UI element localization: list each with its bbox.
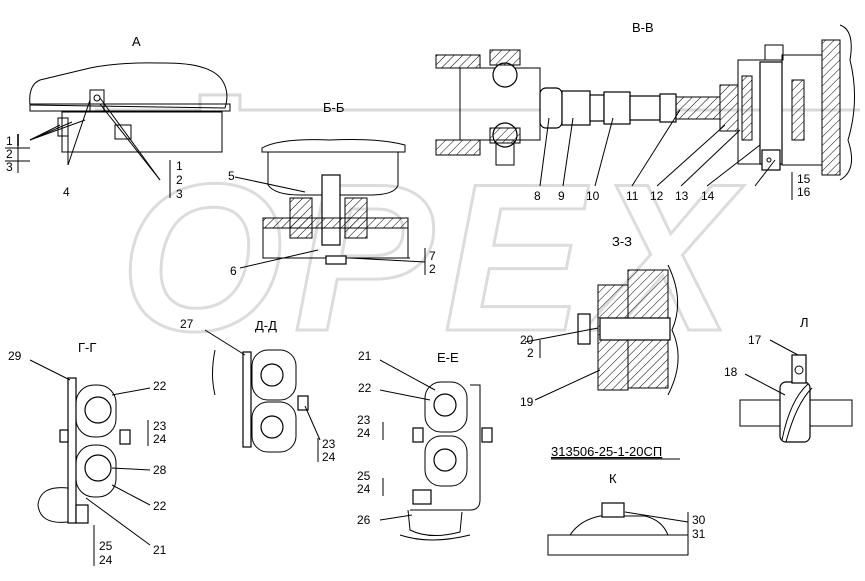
callout-a-2-left: 2 — [6, 147, 13, 161]
view-l: Л 17 18 — [724, 315, 853, 443]
view-gg-title: Г-Г — [78, 340, 96, 355]
view-dd: Д-Д 27 23 24 — [180, 317, 336, 464]
view-zz-title: З-З — [612, 234, 632, 249]
callout-ee-26: 26 — [357, 513, 371, 527]
callout-gg-24b: 24 — [99, 553, 113, 567]
callout-vv-10: 10 — [586, 189, 600, 203]
callout-ee-24b: 24 — [357, 482, 371, 496]
callout-dd-24: 24 — [322, 450, 336, 464]
callout-vv-12: 12 — [650, 189, 664, 203]
callout-gg-23: 23 — [153, 419, 167, 433]
callout-gg-22b: 22 — [153, 499, 167, 513]
callout-ee-22: 22 — [358, 381, 372, 395]
callout-bb-6: 6 — [230, 264, 237, 278]
callout-bb-7: 7 — [429, 249, 436, 263]
callout-gg-28: 28 — [153, 463, 167, 477]
callout-gg-24: 24 — [153, 432, 167, 446]
view-ee-title: Е-Е — [437, 350, 459, 365]
view-dd-title: Д-Д — [255, 318, 277, 333]
view-bb: Б-Б 5 6 7 2 — [228, 100, 436, 278]
view-zz: З-З 20 2 19 — [520, 234, 679, 409]
callout-vv-11: 11 — [626, 189, 639, 203]
callout-gg-29: 29 — [8, 349, 22, 363]
callout-l-17: 17 — [748, 333, 762, 347]
watermark-line — [95, 93, 860, 112]
callout-a-1-left: 1 — [6, 134, 13, 148]
callout-zz-20: 20 — [520, 333, 534, 347]
callout-dd-23: 23 — [322, 437, 336, 451]
callout-bb-2: 2 — [429, 262, 436, 276]
callout-zz-19: 19 — [520, 395, 534, 409]
view-gg: Г-Г 29 22 23 24 28 22 21 25 24 — [8, 340, 167, 567]
callout-vv-13: 13 — [675, 189, 689, 203]
callout-ee-24: 24 — [357, 426, 371, 440]
view-vv: В-В 8 9 — [435, 20, 855, 203]
callout-dd-27: 27 — [180, 317, 194, 331]
callout-bb-5: 5 — [228, 169, 235, 183]
callout-zz-2: 2 — [527, 346, 534, 360]
callout-vv-15: 15 — [797, 172, 811, 186]
view-ee: Е-Е 21 22 23 24 25 24 26 — [357, 349, 493, 541]
callout-ee-23: 23 — [357, 413, 371, 427]
callout-a-3-right: 3 — [176, 187, 183, 201]
view-bb-title: Б-Б — [323, 100, 344, 115]
view-k-title: К — [609, 471, 617, 486]
view-vv-title: В-В — [632, 20, 654, 35]
callout-vv-9: 9 — [558, 189, 565, 203]
callout-gg-22a: 22 — [153, 379, 167, 393]
view-k: К 30 31 — [547, 471, 706, 556]
callout-l-18: 18 — [724, 365, 738, 379]
callout-a-2-right: 2 — [176, 173, 183, 187]
callout-k-31: 31 — [692, 527, 706, 541]
callout-ee-25: 25 — [357, 469, 371, 483]
callout-a-1-right: 1 — [176, 159, 183, 173]
callout-a-4: 4 — [63, 185, 70, 199]
callout-vv-16: 16 — [797, 185, 811, 199]
callout-a-3-left: 3 — [6, 160, 13, 174]
callout-gg-21: 21 — [153, 543, 167, 557]
callout-vv-14: 14 — [701, 189, 715, 203]
callout-ee-21: 21 — [358, 349, 372, 363]
callout-gg-25: 25 — [99, 539, 113, 553]
document-number: 313506-25-1-20СП — [551, 444, 662, 459]
view-l-title: Л — [800, 315, 809, 330]
callout-vv-8: 8 — [534, 189, 541, 203]
view-a-title: А — [132, 34, 141, 49]
view-a: А 1 2 3 4 1 2 3 — [5, 34, 231, 201]
callout-k-30: 30 — [692, 513, 706, 527]
